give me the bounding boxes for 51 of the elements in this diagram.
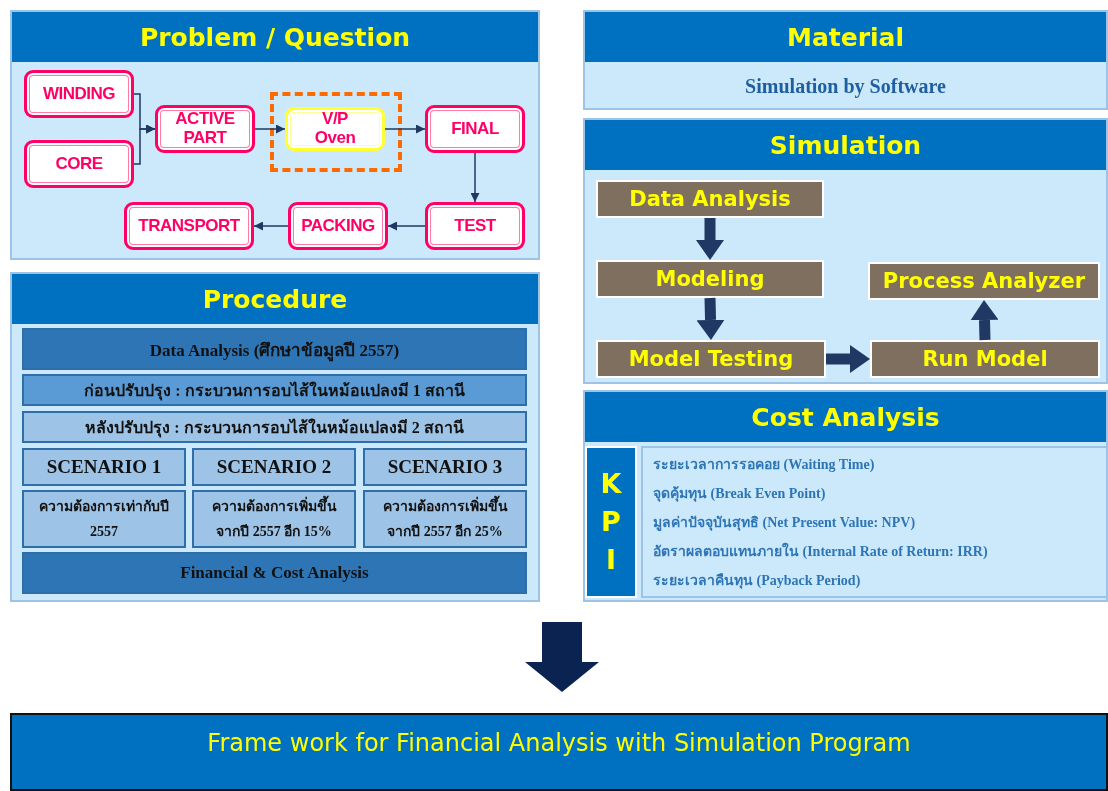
arrow xyxy=(387,221,426,231)
process-box: CORE xyxy=(24,140,134,188)
step-box: Data Analysis xyxy=(596,180,824,218)
step-bar: ก่อนปรับปรุง : กระบวนการอบไส้ในหม้อแปลงมี 1 สถานี xyxy=(22,374,527,406)
kpi-item: มูลค่าปัจจุบันสุทธิ (Net Present Value: NPV) xyxy=(653,513,916,533)
scenario-description: ความต้องการเพิ่มขึ้นจากปี 2557 อีก 15% xyxy=(192,490,356,548)
block-arrow xyxy=(696,218,724,260)
step-box: Process Analyzer xyxy=(868,262,1100,300)
process-box: TEST xyxy=(425,202,525,250)
scenario-heading: SCENARIO 2 xyxy=(192,448,356,486)
process-box: WINDING xyxy=(24,70,134,118)
kpi-item: จุดคุ้มทุน (Break Even Point) xyxy=(653,484,826,504)
header-bar: Data Analysis (ศึกษาข้อมูลปี 2557) xyxy=(22,328,527,370)
kpi-box: K P I xyxy=(585,446,637,598)
step-box: Run Model xyxy=(870,340,1100,378)
block-arrow xyxy=(696,297,725,340)
panel xyxy=(583,10,1108,110)
step-box: Modeling xyxy=(596,260,824,298)
arrow xyxy=(133,124,156,165)
process-box: PACKING xyxy=(288,202,388,250)
panel xyxy=(10,10,540,260)
panel-header: Cost Analysis xyxy=(585,392,1106,442)
arrow xyxy=(254,124,286,134)
process-box: V/P Oven xyxy=(285,107,385,151)
block-arrow xyxy=(826,345,870,373)
panel xyxy=(583,118,1108,384)
panel xyxy=(10,272,540,602)
banner-title: Frame work for Financial Analysis with Simulation Program xyxy=(10,713,1108,791)
arrow xyxy=(470,152,480,203)
footer-bar: Financial & Cost Analysis xyxy=(22,552,527,594)
panel-header: Problem / Question xyxy=(12,12,538,62)
scenario-description: ความต้องการเพิ่มขึ้นจากปี 2557 อีก 25% xyxy=(363,490,527,548)
scenario-description: ความต้องการเท่ากับปี 2557 xyxy=(22,490,186,548)
arrow xyxy=(253,221,289,231)
scenario-heading: SCENARIO 1 xyxy=(22,448,186,486)
process-box: FINAL xyxy=(425,105,525,153)
kpi-item: ระยะเวลาการรอคอย (Waiting Time) xyxy=(653,455,875,474)
kpi-item: อัตราผลตอบแทนภายใน (Internal Rate of Return: IRR) xyxy=(653,541,988,561)
arrow xyxy=(384,124,426,134)
process-box: ACTIVE PART xyxy=(155,105,255,153)
panel-header: Simulation xyxy=(585,120,1106,170)
process-box: TRANSPORT xyxy=(124,202,254,250)
panel-header: Material xyxy=(585,12,1106,62)
block-arrow xyxy=(970,300,999,341)
kpi-list-box xyxy=(641,446,1108,598)
panel-header: Procedure xyxy=(12,274,538,324)
scenario-heading: SCENARIO 3 xyxy=(363,448,527,486)
step-bar: หลังปรับปรุง : กระบวนการอบไส้ในหม้อแปลงมี 2 สถานี xyxy=(22,411,527,443)
kpi-item: ระยะเวลาคืนทุน (Payback Period) xyxy=(653,571,861,591)
step-box: Model Testing xyxy=(596,340,826,378)
panel xyxy=(583,390,1108,602)
